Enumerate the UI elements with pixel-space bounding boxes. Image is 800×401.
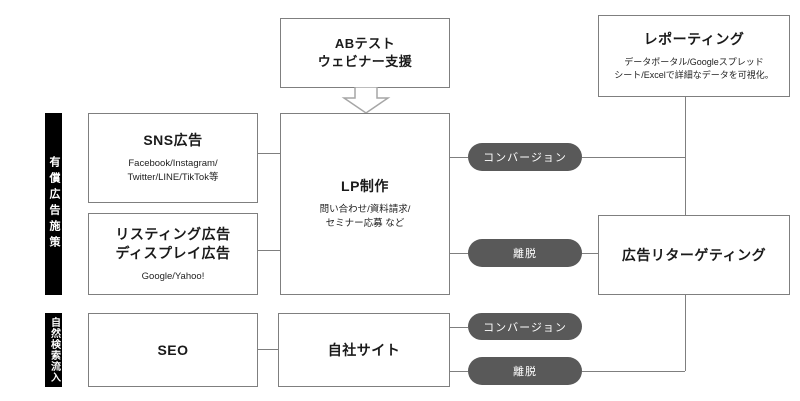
lp-title: LP制作 — [341, 178, 389, 195]
reporting-desc-line1: データポータル/Googleスプレッド — [624, 56, 764, 67]
ab-test-line1: ABテスト — [334, 36, 396, 52]
box-seo: SEO — [88, 313, 258, 387]
reporting-title: レポーティング — [643, 31, 745, 47]
box-listing-display-ads: リスティング広告 ディスプレイ広告 Google/Yahoo! — [88, 213, 258, 295]
down-arrow — [338, 86, 394, 114]
category-bar-paid-ads: 有償広告施策 — [45, 113, 62, 295]
listing-ads-desc: Google/Yahoo! — [141, 270, 205, 282]
box-own-site: 自社サイト — [278, 313, 450, 387]
seo-title: SEO — [157, 341, 189, 358]
pill-conversion-top: コンバージョン — [468, 143, 582, 171]
box-ab-test-webinar: ABテスト ウェビナー支援 — [280, 18, 450, 88]
pill-exit-bottom: 離脱 — [468, 357, 582, 385]
connector-retargeting-down — [685, 295, 686, 371]
connector-lp-to-conversion — [450, 157, 468, 158]
category-bar-organic-search-label: 自然検索流入 — [48, 317, 60, 383]
connector-sns-to-lp — [258, 153, 280, 154]
connector-exit-to-retargeting — [582, 253, 598, 254]
connector-lp-to-exit — [450, 253, 468, 254]
pill-exit-top: 離脱 — [468, 239, 582, 267]
sns-ads-title: SNS広告 — [143, 132, 203, 149]
reporting-desc-line2: シート/Excelで詳細なデータを可視化。 — [614, 69, 774, 80]
connector-own-site-to-exit — [450, 371, 468, 372]
pill-conversion-bottom: コンバージョン — [468, 313, 582, 340]
own-site-title: 自社サイト — [327, 341, 401, 358]
listing-ads-title-line2: ディスプレイ広告 — [115, 244, 231, 261]
box-lp-production: LP制作 問い合わせ/資料請求/ セミナー応募 など — [280, 113, 450, 295]
ab-test-line2: ウェビナー支援 — [317, 54, 413, 69]
connector-reporting-to-retargeting — [685, 97, 686, 215]
sns-ads-desc-line2: Twitter/LINE/TikTok等 — [127, 171, 219, 183]
connector-retargeting-to-exit-bottom — [582, 371, 685, 372]
category-bar-paid-ads-label: 有償広告施策 — [48, 156, 60, 252]
listing-ads-title-line1: リスティング広告 — [115, 225, 231, 242]
box-reporting: レポーティング データポータル/Googleスプレッド シート/Excelで詳細… — [598, 15, 790, 97]
connector-conversion-to-reporting-line — [582, 157, 685, 158]
lp-desc-line2: セミナー応募 など — [325, 217, 405, 229]
lp-desc-line1: 問い合わせ/資料請求/ — [319, 204, 411, 216]
box-sns-ads: SNS広告 Facebook/Instagram/ Twitter/LINE/T… — [88, 113, 258, 203]
sns-ads-desc-line1: Facebook/Instagram/ — [128, 158, 218, 170]
connector-own-site-to-conversion — [450, 327, 468, 328]
box-ad-retargeting: 広告リターゲティング — [598, 215, 790, 295]
category-bar-organic-search: 自然検索流入 — [45, 313, 62, 387]
retargeting-title: 広告リターゲティング — [621, 246, 767, 263]
connector-seo-to-own-site — [258, 349, 278, 350]
connector-listing-to-lp — [258, 250, 280, 251]
